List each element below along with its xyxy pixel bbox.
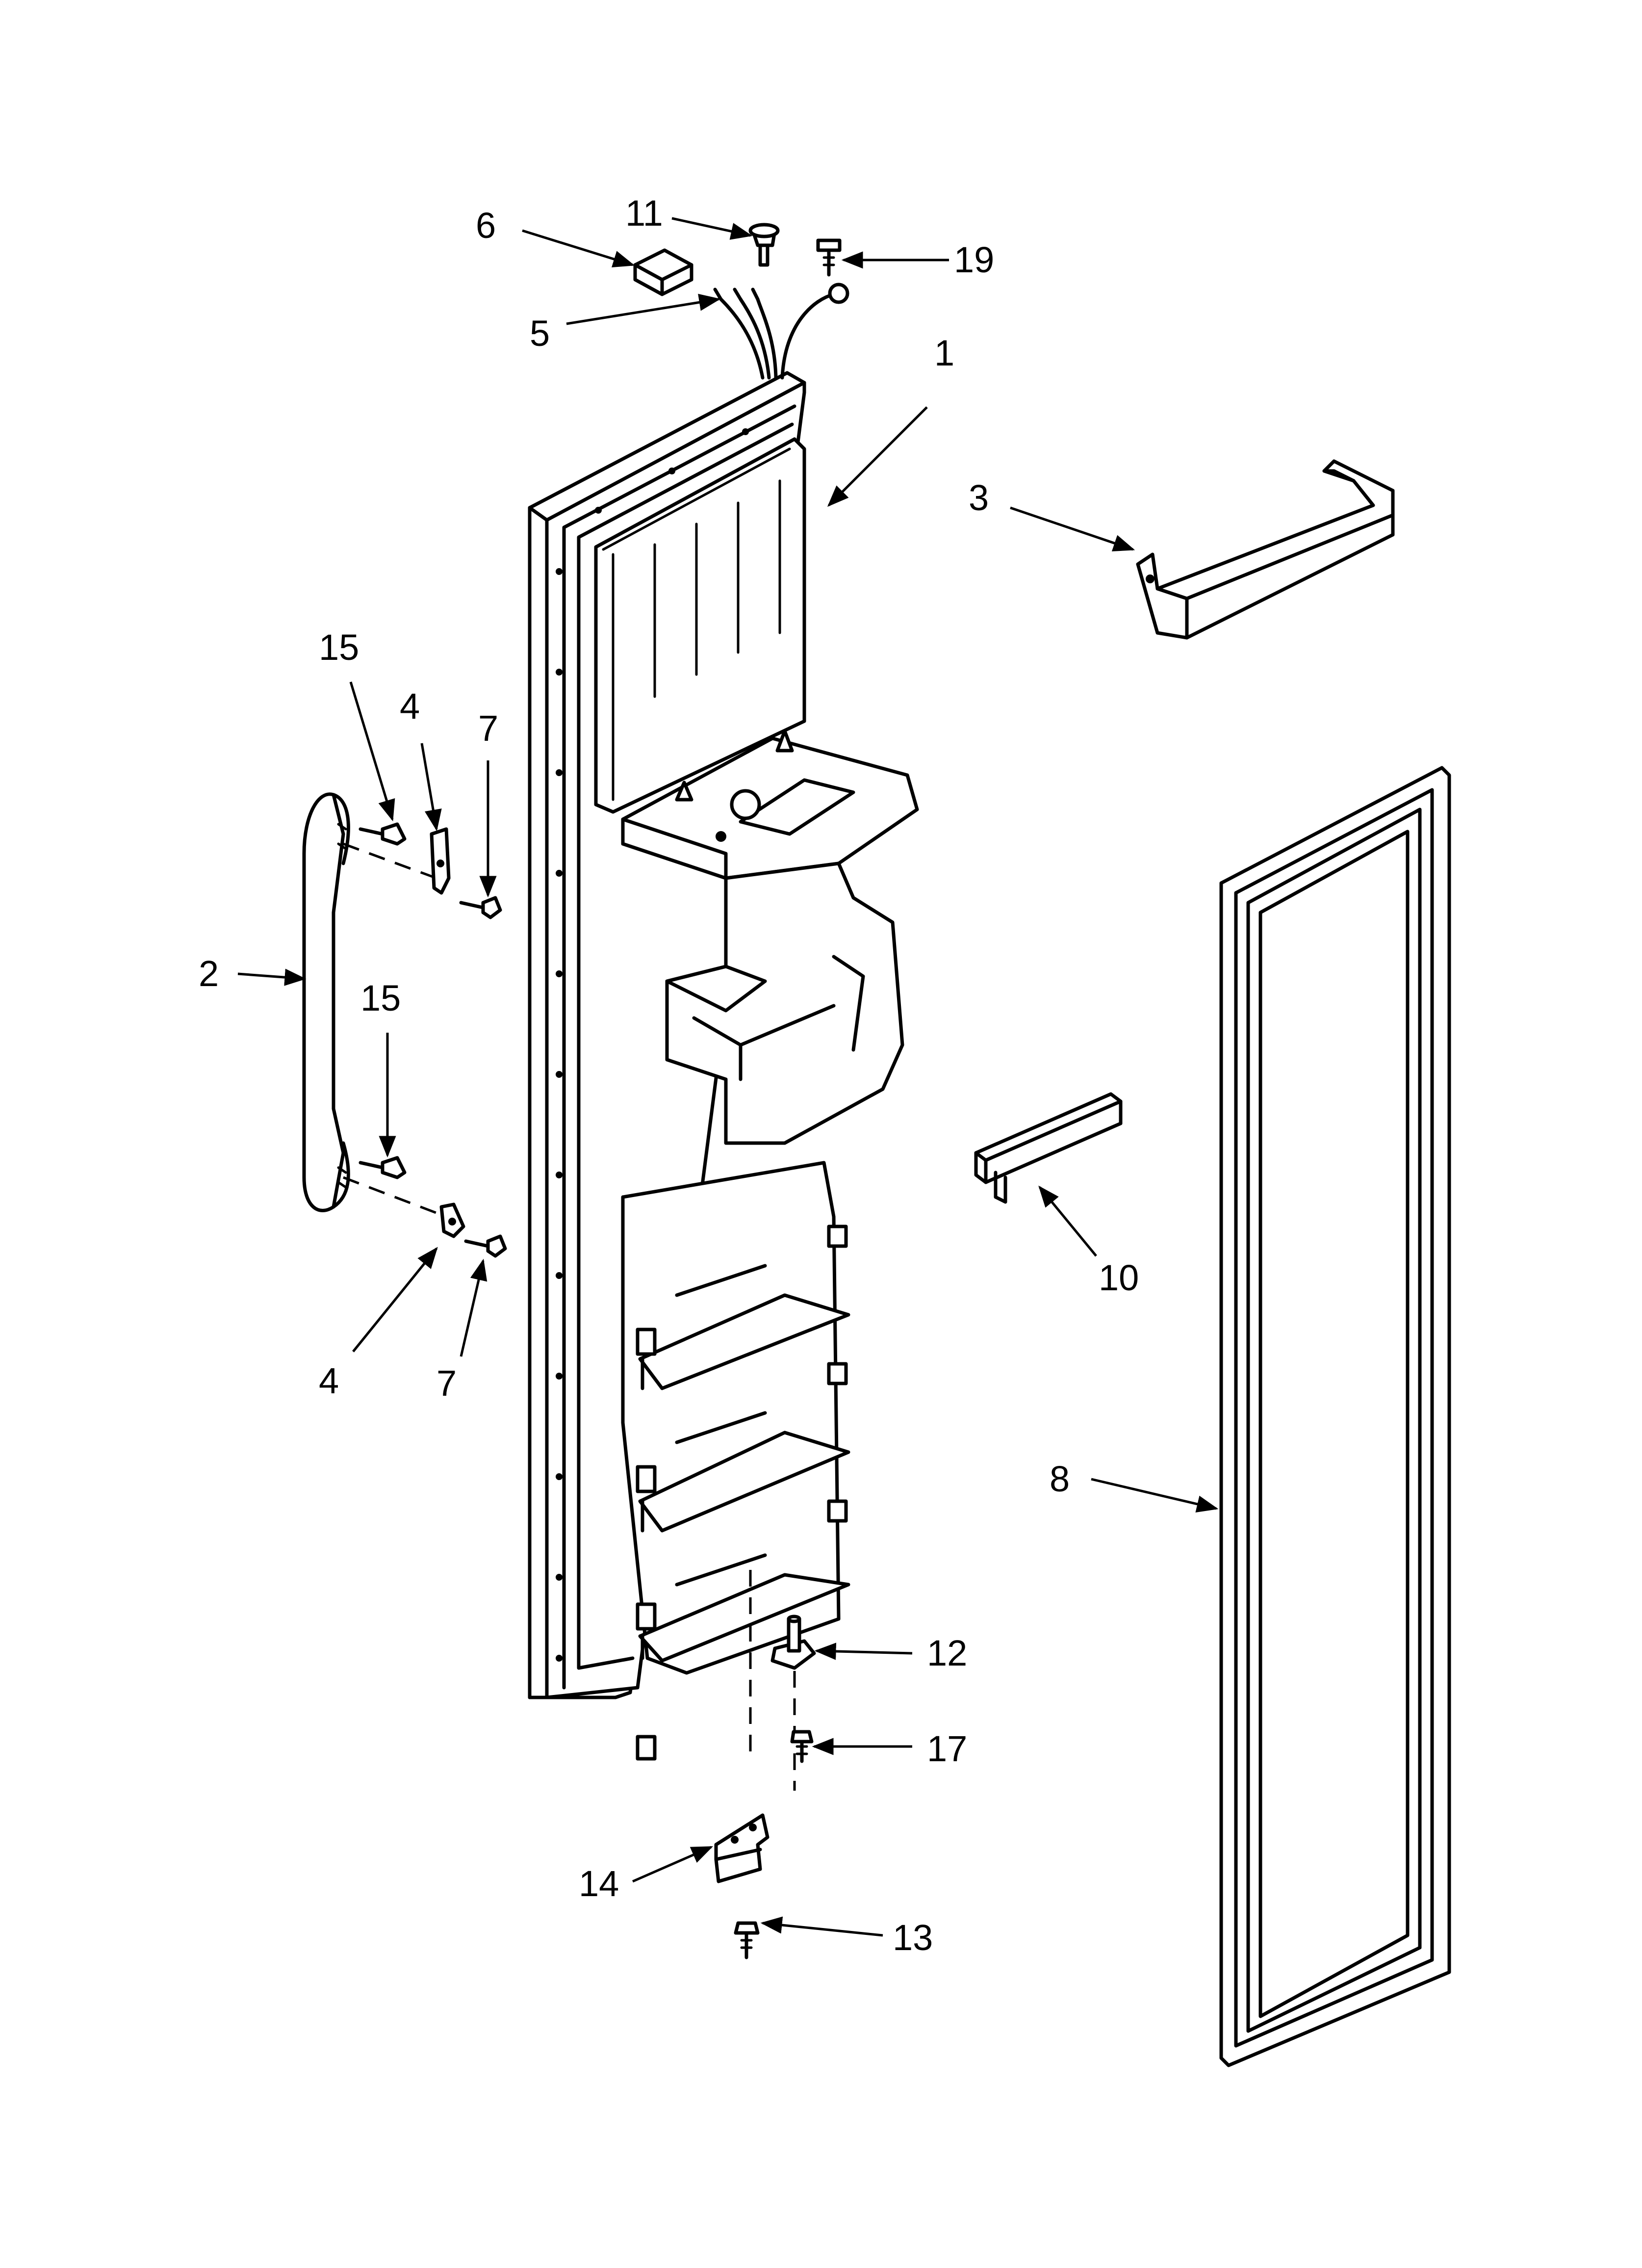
lower-mounting-hardware	[343, 1156, 507, 1258]
callout-7b: 7	[436, 1363, 457, 1404]
wire-harness	[713, 283, 849, 380]
callout-8: 8	[1050, 1459, 1070, 1499]
callout-11: 11	[625, 193, 663, 234]
callout-7a: 7	[478, 708, 498, 749]
callout-5: 5	[530, 313, 550, 354]
callout-12: 12	[927, 1633, 967, 1673]
callout-4b: 4	[319, 1360, 339, 1401]
callout-14: 14	[579, 1863, 619, 1904]
callout-4a: 4	[400, 686, 420, 727]
callout-1: 1	[934, 333, 954, 373]
hinge-assembly	[714, 1570, 816, 1959]
light-socket	[748, 223, 780, 267]
door-handle	[302, 792, 350, 1212]
door-gasket	[1219, 766, 1451, 2067]
upper-mounting-hardware	[343, 822, 502, 919]
callout-17: 17	[927, 1728, 967, 1769]
callout-10: 10	[1099, 1257, 1139, 1298]
callout-13: 13	[893, 1917, 933, 1958]
callout-15b: 15	[360, 978, 401, 1018]
callout-labels: 6 11 19 5 1 3 15 4 7 2 15 4 7 10 8 12 17…	[199, 193, 1139, 1958]
screw-19	[816, 238, 842, 277]
callout-6: 6	[476, 205, 496, 246]
callout-3: 3	[969, 477, 989, 518]
callout-19: 19	[954, 239, 994, 280]
door-panel	[528, 371, 919, 1761]
door-rail-screw-holes	[556, 428, 749, 1662]
leader-lines	[237, 217, 1219, 1937]
callout-15a: 15	[319, 627, 359, 668]
retainer-strip	[974, 1092, 1123, 1204]
callout-2: 2	[199, 953, 219, 994]
bracket	[1136, 459, 1395, 640]
connector	[633, 248, 693, 296]
